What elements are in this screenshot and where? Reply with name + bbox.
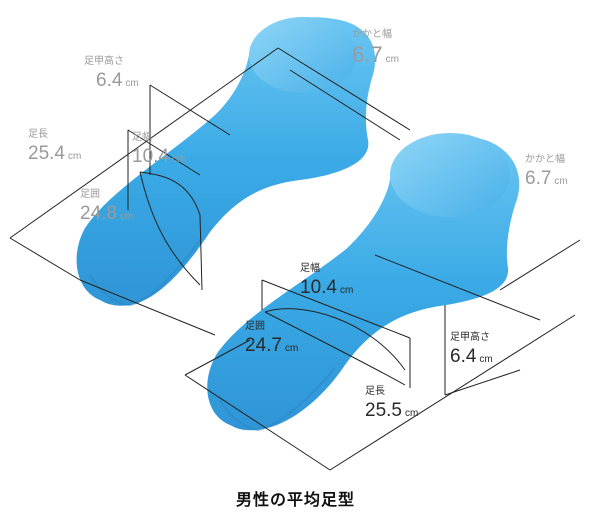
left-girth-curve xyxy=(139,171,203,291)
measurement-lines xyxy=(9,47,581,471)
left-length-line xyxy=(9,47,279,239)
left-foot-shape xyxy=(76,17,376,307)
left-instep-line xyxy=(149,84,231,136)
caption-title: 男性の平均足型 xyxy=(235,490,355,509)
right-foot-ankle-top xyxy=(390,133,510,217)
right-length-line xyxy=(184,374,331,471)
right-girth-curve xyxy=(264,308,406,371)
right-heel-line xyxy=(374,254,541,321)
right-foot-shape xyxy=(207,133,520,432)
left-foot-ankle-top xyxy=(249,17,357,93)
